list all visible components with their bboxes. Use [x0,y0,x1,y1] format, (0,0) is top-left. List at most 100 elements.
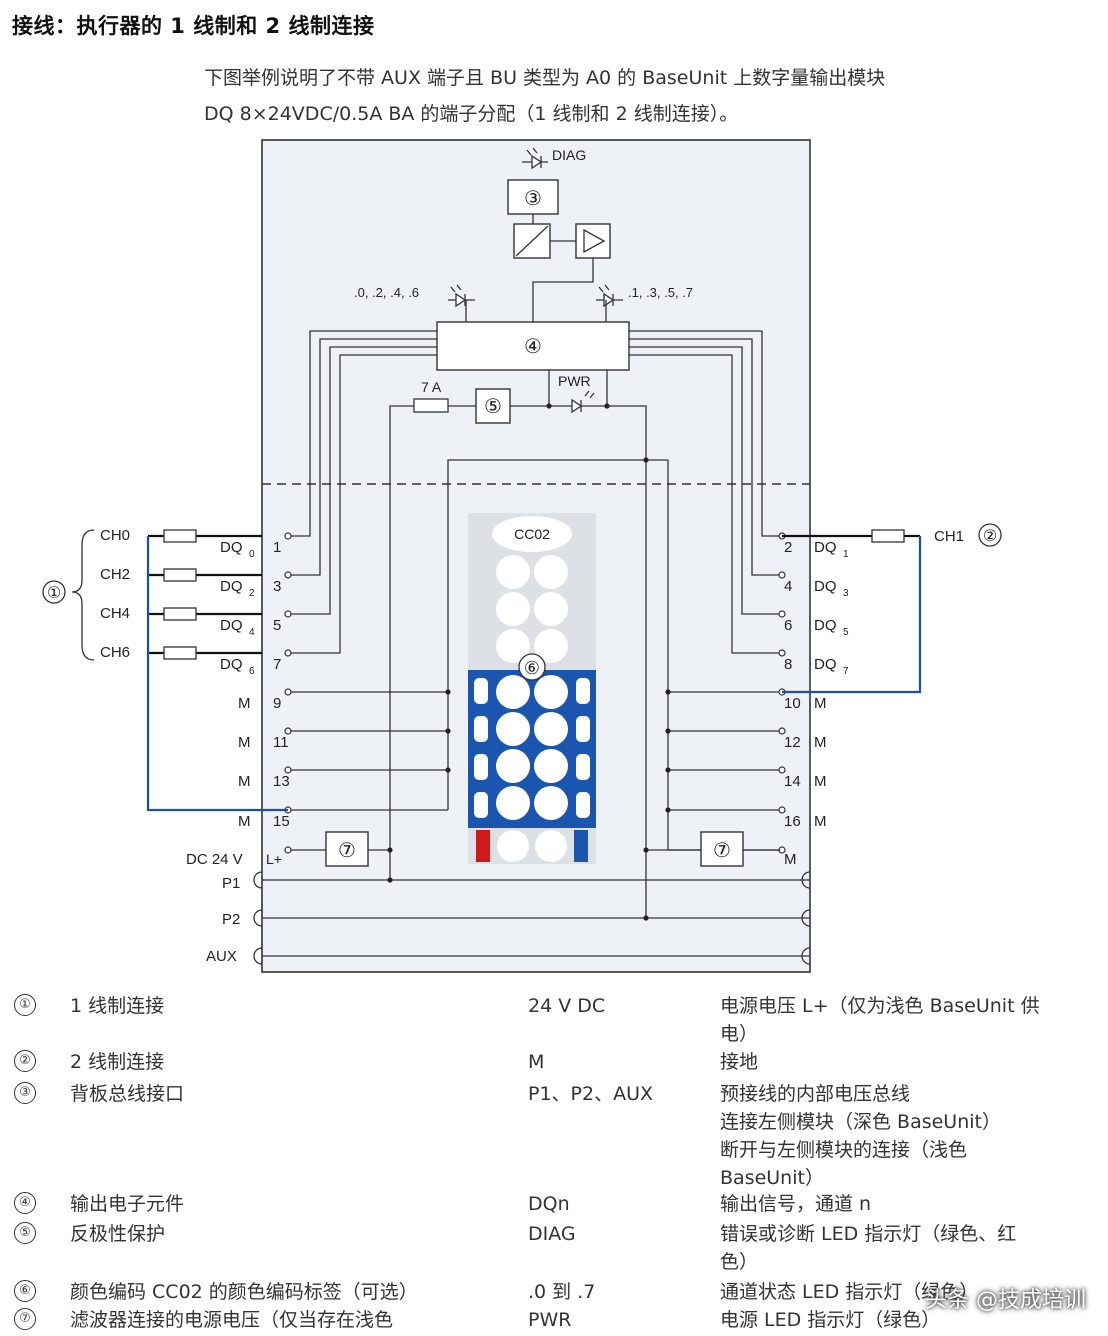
filter-box-right [700,831,744,867]
left-terminal-name: M [238,734,251,751]
left-terminal-number: 1 [273,539,281,556]
diag-label: DIAG [552,147,586,163]
lplus-label: L+ [266,851,282,867]
left-terminal-number: 15 [273,813,290,830]
right-channel-label: CH1 [934,528,964,545]
colorcode-red-marker [476,830,490,862]
right-actuator-resistor-icon [871,529,905,543]
right-terminal-circles [778,532,786,854]
status-led-right-icon [596,284,623,322]
legend-callout: ⑤ [14,1222,36,1244]
amplifier-icon [583,228,606,254]
callout-5: ⑤ [484,396,502,418]
right-terminal-name: DQ [814,578,837,595]
callout-7-right: ⑦ [713,840,731,862]
right-terminal-number: 10 [784,695,801,712]
colorcode-block-blue [468,670,596,828]
right-terminal-name: DQ [814,539,837,556]
legend-callout: ④ [14,1192,36,1214]
legend-description: 颜色编码 CC02 的颜色编码标签（可选） [70,1281,418,1303]
legend-callout: ① [14,994,36,1016]
legend-callout: ③ [14,1082,36,1104]
legend-meaning: 接地 [720,1048,1100,1076]
left-terminal-name: DQ [220,539,243,556]
right-terminal-name: M [814,695,827,712]
left-terminal-number: 3 [273,578,281,595]
pwr-led-icon [548,370,608,414]
legend-description: 2 线制连接 [70,1051,165,1073]
intro-line-1: 下图举例说明了不带 AUX 端子且 BU 类型为 A0 的 BaseUnit 上… [204,67,886,89]
legend-callout: ⑦ [14,1308,36,1330]
legend-meaning-line: 预接线的内部电压总线 [720,1083,911,1105]
filter-box-left [325,831,369,867]
left-terminal-sub: 2 [249,588,255,599]
right-terminal-number: 6 [784,617,792,634]
right-terminal-name: M [814,813,827,830]
right-terminal-number: 12 [784,734,801,751]
legend-symbol: DIAG [528,1223,576,1245]
left-terminal-number: 11 [273,734,289,751]
fuse-icon [413,398,449,413]
legend-meaning-line: 连接左侧模块（深色 BaseUnit） [720,1111,1001,1133]
bus-label-p1: P1 [222,875,240,892]
legend-meaning-line: 电源电压 L+（仅为浅色 BaseUnit 供 [720,995,1040,1017]
right-terminal-name: DQ [814,656,837,673]
legend-meaning-line: 电源 LED 指示灯（绿色） [720,1309,941,1331]
colorcode-label: CC02 [514,526,550,542]
led-right-label: .1, .3, .5, .7 [628,285,693,300]
callout-1: ① [47,585,61,602]
right-terminal-sub: 7 [843,666,849,677]
diag-led-icon [522,147,548,170]
callout-6: ⑥ [524,658,540,678]
right-terminal-name: M [814,734,827,751]
status-led-left-icon [448,284,475,322]
m-bottom-label: M [784,851,797,868]
left-channel-label: CH6 [100,644,130,661]
fuse-label: 7 A [421,379,442,395]
legend-symbol: P1、P2、AUX [528,1083,654,1105]
legend-description: 滤波器连接的电源电压（仅当存在浅色 [70,1309,394,1331]
callout-2: ② [983,528,997,545]
left-terminal-sub: 0 [249,549,255,560]
voltage-buses [253,871,811,965]
intro-line-2: DQ 8×24VDC/0.5A BA 的端子分配（1 线制和 2 线制连接）。 [204,103,739,125]
legend-description: 反极性保护 [70,1223,166,1245]
legend-meaning: 输出信号，通道 n [720,1190,1100,1218]
legend-callout: ⑥ [14,1280,36,1302]
intro-text: 下图举例说明了不带 AUX 端子且 BU 类型为 A0 的 BaseUnit 上… [204,60,1084,132]
right-terminal-sub: 1 [843,549,849,560]
right-channel-wires [629,330,780,654]
left-channel-label: CH4 [100,605,130,622]
legend-symbol: .0 到 .7 [528,1281,596,1303]
legend-meaning: 预接线的内部电压总线连接左侧模块（深色 BaseUnit）断开与左侧模块的连接（… [720,1080,1100,1192]
left-terminal-sub: 4 [249,627,255,638]
legend-meaning-line: 色） [720,1251,759,1273]
right-terminal-name: M [814,773,827,790]
page-title: 接线：执行器的 1 线制和 2 线制连接 [12,14,375,38]
legend-meaning: 电源 LED 指示灯（绿色） [720,1306,1100,1334]
pwr-label: PWR [558,373,591,389]
legend-meaning: 错误或诊断 LED 指示灯（绿色、红色） [720,1220,1100,1276]
legend-meaning-line: BaseUnit） [720,1167,824,1189]
colorcode-terminal-circles [474,555,590,862]
left-terminal-name: DQ [220,656,243,673]
left-channel-wires [290,330,437,654]
legend-description: 1 线制连接 [70,995,165,1017]
left-terminal-name: M [238,813,251,830]
callout-1-bracket [71,529,95,661]
legend-meaning-line: 错误或诊断 LED 指示灯（绿色、红 [720,1223,1017,1245]
left-channel-label: CH2 [100,566,130,583]
left-terminal-name: M [238,695,251,712]
output-electronics-box [436,321,630,371]
left-terminal-name: DQ [220,578,243,595]
legend-meaning-line: 通道状态 LED 指示灯（绿色） [720,1281,979,1303]
right-terminal-number: 14 [784,773,801,790]
legend-symbol: 24 V DC [528,995,606,1017]
legend-description: 输出电子元件 [70,1193,185,1215]
right-terminal-number: 8 [784,656,792,673]
bus-label-p2: P2 [222,911,240,928]
watermark: 头条 @技成培训 [925,1288,1086,1313]
colorcode-blue-marker [574,830,588,862]
wiring-diagram: DIAG ③ .0, .2, .4, .6 .1, .3, .5, .7 ④ P [42,139,1002,973]
